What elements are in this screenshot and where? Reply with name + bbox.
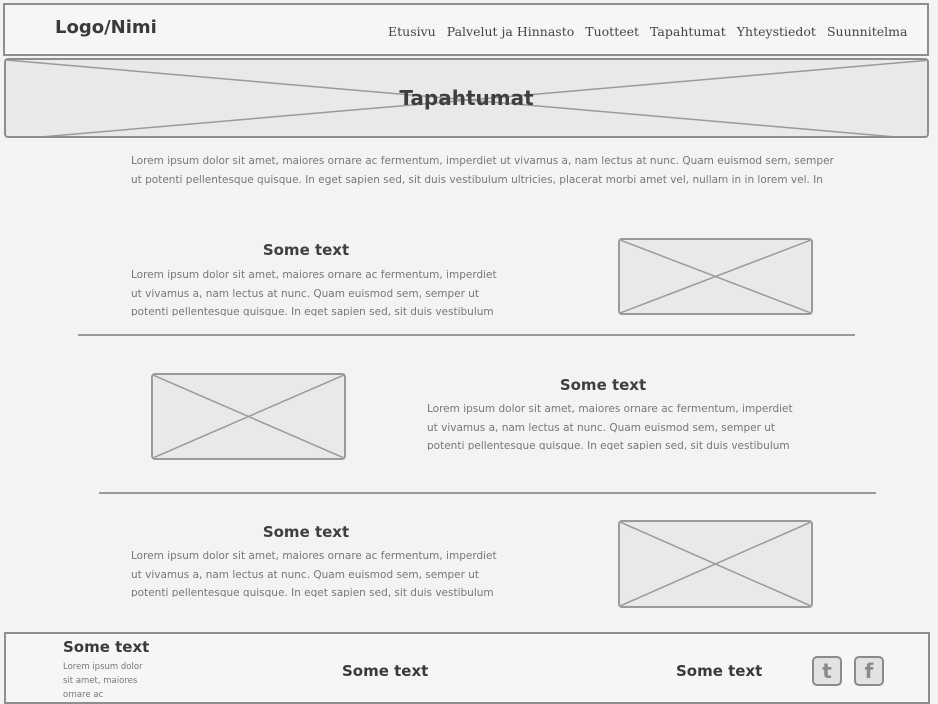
section-1-text: Lorem ipsum dolor sit amet, maiores orna…: [131, 269, 497, 316]
nav-item-palvelut[interactable]: Palvelut ja Hinnasto: [446, 24, 575, 39]
footer-col-3-title: Some text: [676, 662, 763, 680]
hero-banner-placeholder: Tapahtumat: [4, 58, 929, 138]
image-placeholder-icon: [620, 240, 811, 313]
page-title: Tapahtumat: [399, 86, 534, 110]
section-3-image-placeholder: [618, 520, 813, 608]
site-header: Logo/Nimi Etusivu Palvelut ja Hinnasto T…: [3, 3, 929, 56]
footer-col-1-text: Lorem ipsum dolor sit amet, maiores orna…: [63, 662, 143, 700]
footer-col-2-title: Some text: [342, 662, 429, 680]
nav-item-yhteystiedot[interactable]: Yhteystiedot: [736, 24, 816, 39]
twitter-icon[interactable]: t: [812, 656, 842, 686]
nav-item-suunnitelma[interactable]: Suunnitelma: [826, 24, 908, 39]
hero-image-cross-icon: [6, 60, 927, 136]
section-divider: [99, 492, 876, 494]
intro-paragraph: Lorem ipsum dolor sit amet, maiores orna…: [131, 155, 834, 186]
nav-item-tapahtumat[interactable]: Tapahtumat: [650, 24, 726, 39]
logo[interactable]: Logo/Nimi: [55, 17, 157, 38]
section-1-image-placeholder: [618, 238, 813, 315]
section-2-image-placeholder: [151, 373, 346, 460]
site-footer: Some text Lorem ipsum dolor sit amet, ma…: [4, 632, 930, 704]
section-3-title: Some text: [262, 523, 350, 541]
footer-col-1-title: Some text: [63, 638, 150, 656]
section-1-title: Some text: [262, 241, 350, 259]
section-divider: [78, 334, 855, 336]
image-placeholder-icon: [620, 522, 811, 606]
section-2-text: Lorem ipsum dolor sit amet, maiores orna…: [427, 403, 793, 450]
section-3-text: Lorem ipsum dolor sit amet, maiores orna…: [131, 550, 497, 597]
section-2-title: Some text: [559, 376, 647, 394]
nav-item-tuotteet[interactable]: Tuotteet: [585, 24, 640, 39]
facebook-icon[interactable]: f: [854, 656, 884, 686]
nav-item-etusivu[interactable]: Etusivu: [388, 24, 436, 39]
image-placeholder-icon: [153, 375, 344, 458]
main-nav: Etusivu Palvelut ja Hinnasto Tuotteet Ta…: [388, 24, 907, 39]
